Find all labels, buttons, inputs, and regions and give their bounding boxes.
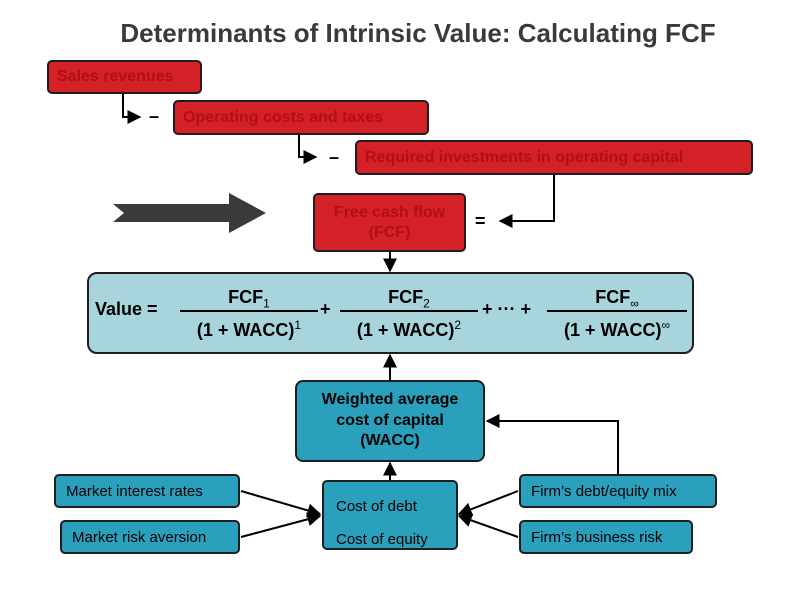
equals-sign: =	[475, 211, 486, 231]
wacc-line2: cost of capital	[336, 411, 444, 429]
term3-numerator: FCF∞	[595, 287, 639, 311]
free-cash-flow-box: Free cash flow (FCF)	[313, 193, 466, 252]
big-arrow-icon	[113, 193, 266, 233]
debt-equity-mix-label: Firm’s debt/equity mix	[531, 482, 677, 500]
minus-sign-1: –	[149, 106, 160, 126]
business-risk-box: Firm’s business risk	[519, 520, 693, 554]
value-label: Value =	[95, 299, 158, 319]
bracket-arrow-1	[122, 94, 142, 124]
sales-revenues-box: Sales revenues	[47, 60, 202, 94]
term3-denominator: (1 + WACC)∞	[563, 318, 671, 340]
wacc-line1: Weighted average	[321, 390, 459, 408]
fraction-term-infinity: FCF∞ (1 + WACC)∞	[547, 286, 687, 340]
debt-equity-arrow	[457, 490, 519, 516]
fcf-label-line1: Free cash flow	[333, 203, 446, 221]
fraction-term-2: FCF2 (1 + WACC)2	[340, 286, 478, 340]
mix-to-wacc-arrow	[485, 414, 619, 474]
sales-revenues-label: Sales revenues	[57, 68, 174, 85]
business-risk-arrow	[457, 513, 519, 538]
investments-to-fcf-arrow	[498, 175, 555, 228]
operating-costs-box: Operating costs and taxes	[173, 100, 429, 135]
investments-label: Required investments in operating capita…	[365, 148, 684, 166]
market-rates-arrow	[240, 490, 322, 518]
fraction-bar-1	[180, 310, 318, 312]
fraction-bar-3	[547, 310, 687, 312]
fraction-bar-2	[340, 310, 478, 312]
wacc-box: Weighted average cost of capital (WACC)	[295, 380, 485, 462]
market-interest-rates-box: Market interest rates	[54, 474, 240, 508]
business-risk-label: Firm’s business risk	[531, 528, 663, 546]
market-risk-arrow	[240, 512, 322, 538]
term2-numerator: FCF2	[388, 287, 430, 311]
investments-box: Required investments in operating capita…	[355, 140, 753, 175]
cost-of-debt-label: Cost of debt	[336, 498, 417, 515]
operating-costs-label: Operating costs and taxes	[183, 108, 384, 126]
cost-of-equity-label: Cost of equity	[336, 531, 428, 548]
bracket-arrow-2	[298, 135, 318, 164]
ellipsis-plus: + ··· +	[482, 299, 532, 319]
wacc-line3: (WACC)	[360, 432, 420, 450]
market-risk-aversion-box: Market risk aversion	[60, 520, 240, 554]
market-risk-aversion-label: Market risk aversion	[72, 528, 207, 546]
market-interest-rates-label: Market interest rates	[66, 482, 203, 500]
term2-denominator: (1 + WACC)2	[356, 318, 462, 340]
page-title: Determinants of Intrinsic Value: Calcula…	[120, 18, 716, 48]
fraction-term-1: FCF1 (1 + WACC)1	[180, 286, 318, 340]
term1-denominator: (1 + WACC)1	[196, 318, 302, 340]
debt-equity-mix-box: Firm’s debt/equity mix	[519, 474, 717, 508]
term1-numerator: FCF1	[228, 287, 270, 311]
value-formula-box	[87, 272, 694, 354]
minus-sign-2: –	[329, 147, 340, 167]
cost-of-capital-box: Cost of debt Cost of equity	[322, 480, 458, 550]
fcf-label-line2: (FCF)	[368, 223, 411, 241]
plus-sign-1: +	[320, 299, 331, 319]
